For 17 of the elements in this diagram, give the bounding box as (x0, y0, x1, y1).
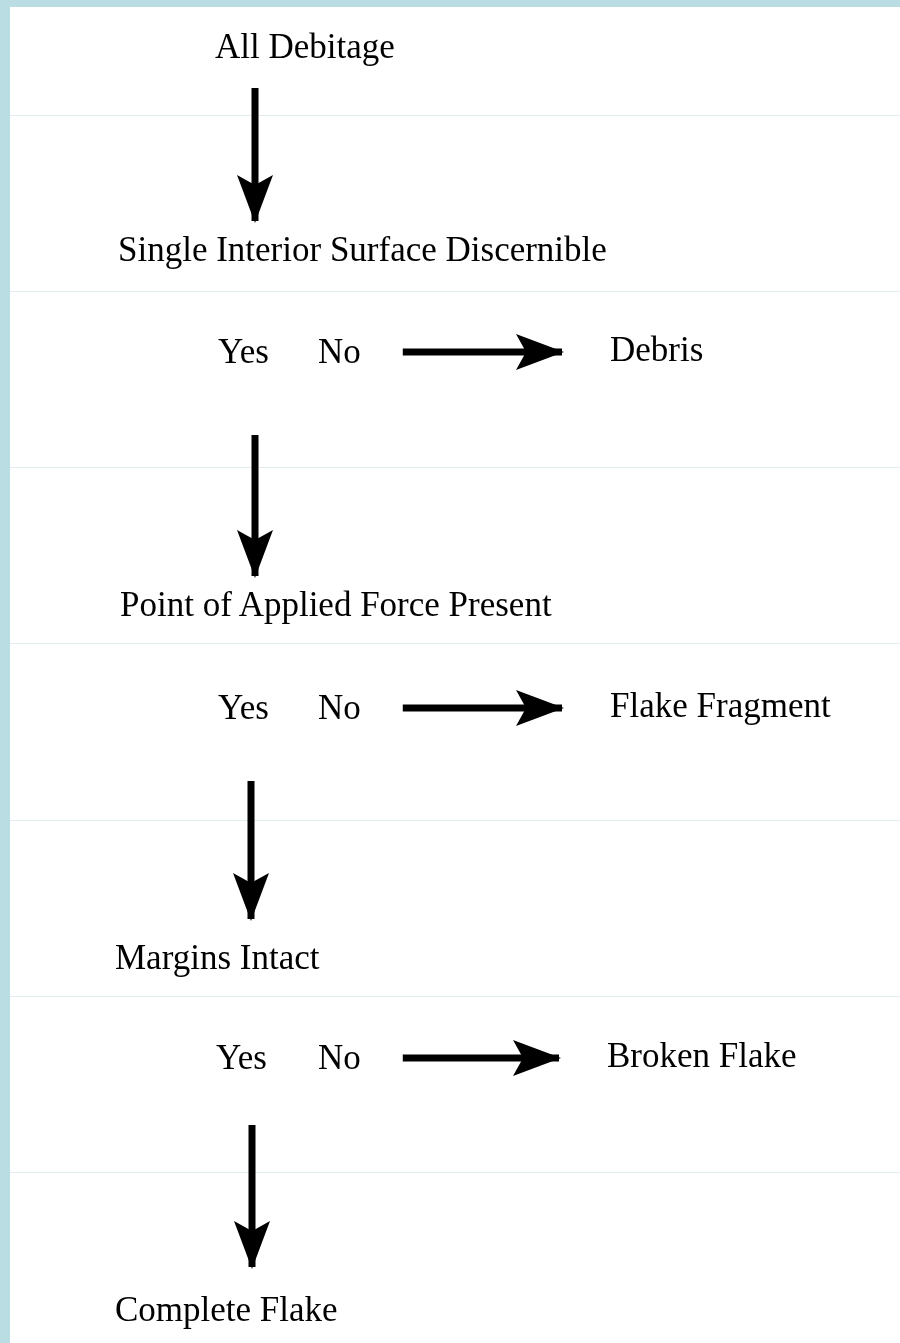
step-label: No (318, 1037, 361, 1079)
step-label: All Debitage (215, 26, 395, 68)
arrow (402, 334, 564, 370)
step-label: No (318, 687, 361, 729)
step-label: Single Interior Surface Discernible (118, 229, 607, 271)
step-label: Yes (218, 687, 269, 729)
step-label: Yes (218, 331, 269, 373)
step-label: Point of Applied Force Present (120, 584, 552, 626)
step-label: Margins Intact (115, 937, 320, 979)
step-label: No (318, 331, 361, 373)
step-label: Flake Fragment (610, 685, 831, 727)
step-label: Broken Flake (607, 1035, 797, 1077)
step-label: Debris (610, 329, 704, 371)
arrow (402, 1040, 561, 1076)
step-label: Yes (216, 1037, 267, 1079)
step-label: Complete Flake (115, 1289, 338, 1331)
arrow (402, 690, 564, 726)
